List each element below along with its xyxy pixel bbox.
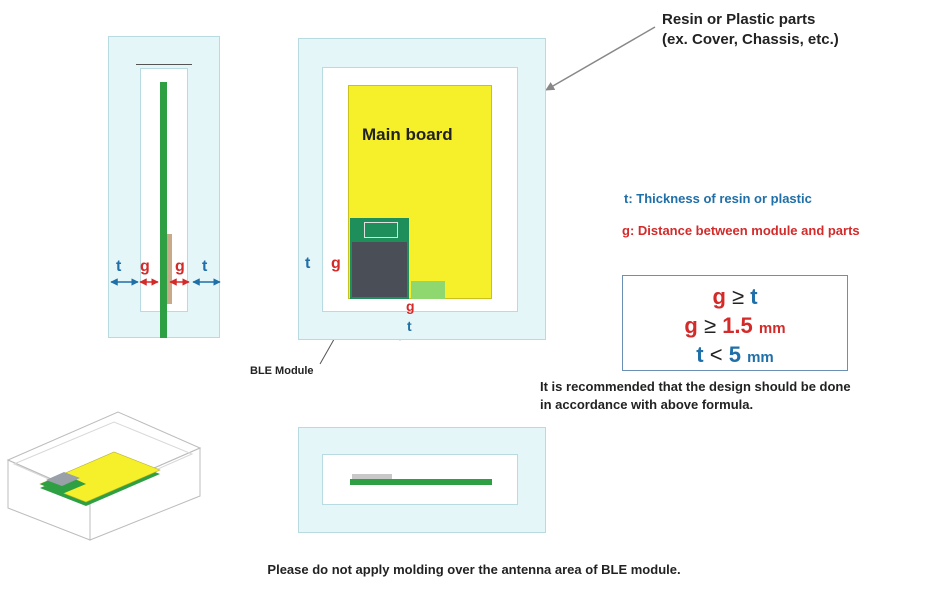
side-t-left-label: t xyxy=(116,258,122,275)
footer-note: Please do not apply molding over the ant… xyxy=(267,562,681,577)
side-t-right-label: t xyxy=(202,258,208,275)
top-t-label: t xyxy=(305,255,311,272)
formula-row1-var: g xyxy=(712,284,726,309)
side-g-right-label: g xyxy=(175,258,185,275)
side-section-top-line xyxy=(136,64,192,65)
side-section-view xyxy=(108,36,220,338)
legend-g-definition: g: Distance between module and parts xyxy=(622,223,860,238)
resin-label-line1: Resin or Plastic parts xyxy=(662,11,816,28)
formula-row1-op: ≥ xyxy=(732,284,745,309)
formula-row3-op: < xyxy=(709,342,723,367)
formula-row2-op: ≥ xyxy=(703,313,717,338)
formula-box: g ≥ t g ≥ 1.5 mm t < 5 mm xyxy=(622,275,848,371)
ble-module-antenna xyxy=(364,222,398,238)
recommendation-text: It is recommended that the design should… xyxy=(540,378,851,414)
formula-row3-rhs: 5 xyxy=(728,342,741,367)
formula-row-2: g ≥ 1.5 mm xyxy=(623,313,847,339)
formula-row-1: g ≥ t xyxy=(623,284,847,310)
side-section-module xyxy=(167,234,172,304)
side-g-left-label: g xyxy=(140,258,150,275)
bottom-section-view xyxy=(298,427,546,533)
top-view xyxy=(298,38,546,340)
top-g-vertical-label: g xyxy=(406,298,415,314)
formula-row1-rhs: t xyxy=(750,284,758,309)
side-section-pcb xyxy=(160,82,167,338)
formula-row2-var: g xyxy=(684,313,698,338)
top-g-label: g xyxy=(331,255,341,272)
main-board-label: Main board xyxy=(362,125,453,144)
isometric-view xyxy=(6,411,202,541)
formula-row3-unit: mm xyxy=(747,349,774,366)
ble-module-label: BLE Module xyxy=(250,365,314,377)
recommendation-line2: in accordance with above formula. xyxy=(540,397,754,412)
resin-label-line2: (ex. Cover, Chassis, etc.) xyxy=(662,31,839,48)
bottom-section-module xyxy=(352,474,392,479)
legend-t-definition: t: Thickness of resin or plastic xyxy=(624,191,812,206)
formula-row-3: t < 5 mm xyxy=(623,342,847,368)
formula-row2-rhs: 1.5 xyxy=(722,313,753,338)
ble-module-top xyxy=(350,218,409,299)
top-t-vertical-label: t xyxy=(407,318,412,334)
main-board-pad xyxy=(411,281,445,299)
ble-module-shield xyxy=(352,242,407,297)
formula-row3-var: t xyxy=(696,342,704,367)
bottom-section-pcb xyxy=(350,479,492,485)
recommendation-line1: It is recommended that the design should… xyxy=(540,379,851,394)
resin-label: Resin or Plastic parts (ex. Cover, Chass… xyxy=(662,10,839,50)
formula-row2-unit: mm xyxy=(758,320,786,337)
